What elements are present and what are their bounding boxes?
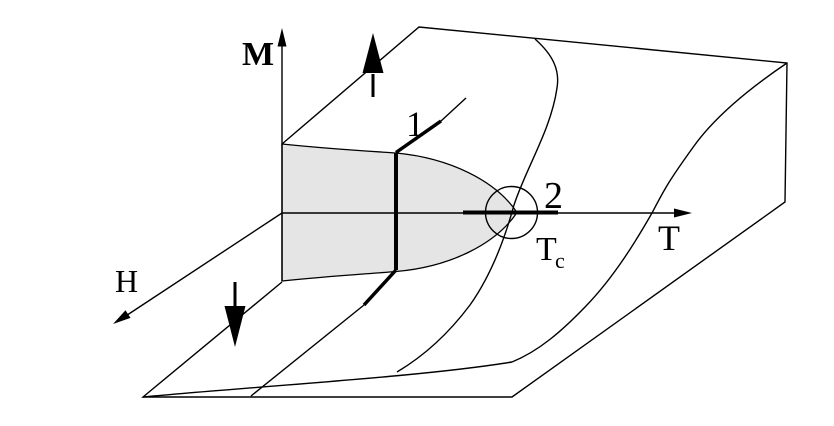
m-axis-label: M xyxy=(242,36,274,73)
spin-up-arrow-icon xyxy=(362,33,384,73)
m-axis-arrowhead-icon xyxy=(277,28,287,47)
path-1-upper-segment xyxy=(394,119,443,154)
path-1-upper-extension xyxy=(440,97,467,122)
lower-sheet-fold xyxy=(142,361,513,398)
path-1-label: 1 xyxy=(406,104,424,144)
path-1-lower-segment xyxy=(362,268,398,307)
critical-temperature-label: T xyxy=(536,231,557,268)
isotherm-curve-critical xyxy=(396,38,559,373)
path-2-label: 2 xyxy=(544,175,563,217)
t-axis-arrowhead-icon xyxy=(674,208,692,218)
spin-down-arrow-icon xyxy=(224,306,246,347)
h-axis-label: H xyxy=(115,263,138,299)
path-1-lower-extension xyxy=(250,304,365,397)
h-axis-arrowhead-icon xyxy=(113,310,131,324)
h-axis xyxy=(127,212,283,316)
critical-temperature-subscript: c xyxy=(555,248,565,273)
t-axis-label: T xyxy=(658,218,680,258)
